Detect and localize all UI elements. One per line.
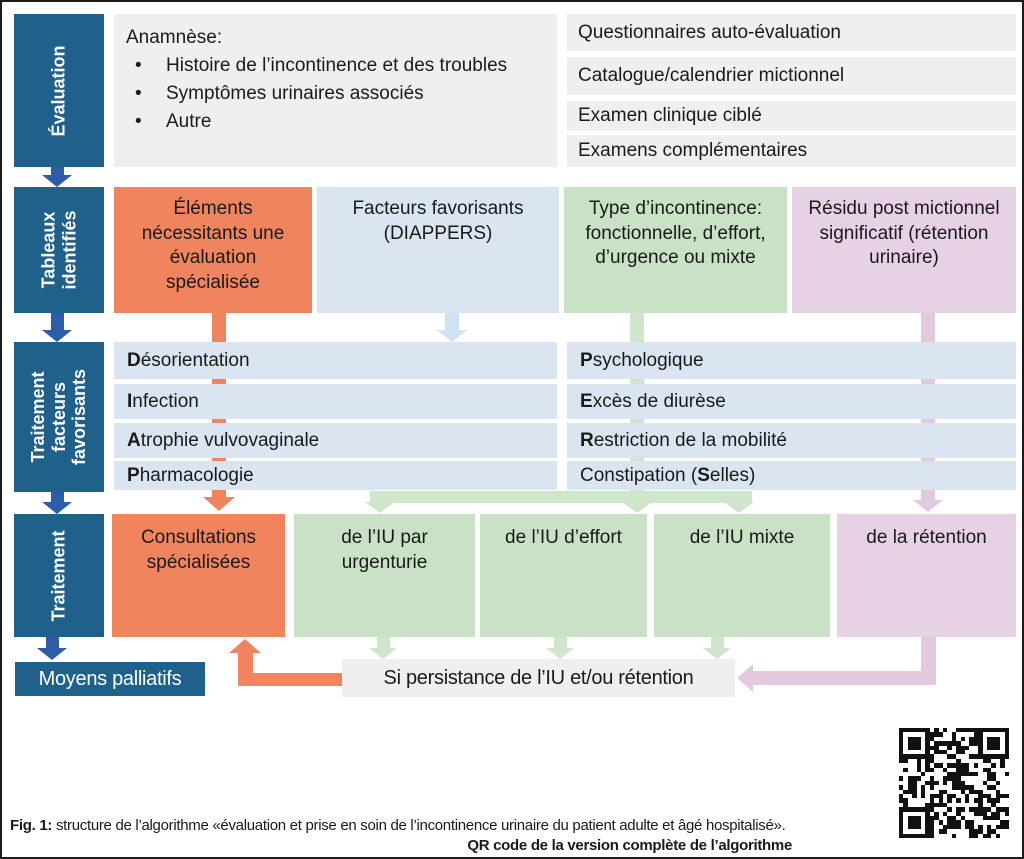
specialist-evaluation-box: Éléments nécessitants une évaluation spé… (114, 187, 312, 313)
diappers-box: Facteurs favorisants (DIAPPERS) (317, 187, 559, 313)
stage-traitement-facteurs-label: Traitement facteurs favorisants (27, 368, 90, 466)
factor-pharmacologie: Pharmacologie (114, 461, 557, 490)
qr-code (899, 728, 1009, 838)
arrow-traitement-to-palliatifs-head (37, 648, 67, 660)
factor-infection: Infection (114, 384, 557, 419)
residue-box: Résidu post mictionnel significatif (rét… (792, 187, 1016, 313)
stage-traitement-facteurs: Traitement facteurs favorisants (14, 342, 104, 492)
arrow-stress-down-head (546, 648, 574, 659)
factor-restriction-mobilite: Restriction de la mobilité (567, 423, 1016, 458)
arrow-tableaux-to-facteurs (51, 313, 64, 331)
anamnese-box: Anamnèse: Histoire de l’incontinence et … (114, 14, 557, 167)
arrow-return-consult-hbar (238, 673, 345, 686)
treatment-urge-box: de l’IU par urgenturie (294, 514, 475, 637)
tool-examens-complementaires: Examens complémentaires (567, 135, 1016, 167)
palliative-box: Moyens palliatifs (15, 662, 205, 696)
arrow-retention-hbar (752, 671, 936, 685)
arrow-facteurs-to-traitement-head (42, 502, 72, 514)
arrow-urge-down (377, 637, 390, 649)
treatment-mixed-box: de l’IU mixte (654, 514, 830, 637)
arrow-mixed-down (711, 637, 724, 649)
stage-tableaux: Tableaux identifiés (14, 187, 104, 313)
figure-caption-label: Fig. 1: (10, 817, 53, 834)
arrow-eval-to-tableaux-head (42, 175, 72, 187)
factor-constipation: Constipation (Selles) (567, 461, 1016, 490)
connector-diappers-head (437, 330, 467, 342)
stage-traitement-label: Traitement (48, 529, 69, 622)
connector-specialist-head (203, 497, 235, 511)
arrow-urge-down-head (369, 648, 397, 659)
connector-stress-head (622, 502, 652, 513)
factor-psychologique: Psychologique (567, 342, 1016, 379)
stage-tableaux-label: Tableaux identifiés (38, 210, 79, 290)
tool-catalogue: Catalogue/calendrier mictionnel (567, 57, 1016, 95)
anamnese-bullet-3: Autre (126, 108, 547, 136)
arrow-traitement-to-palliatifs (46, 637, 59, 649)
stage-evaluation-label: Évaluation (48, 44, 69, 137)
incontinence-type-box: Type d’incontinence: fonctionnelle, d’ef… (564, 187, 787, 313)
connector-mixed-head (724, 502, 754, 513)
connector-residue-head (913, 500, 943, 512)
factor-exces-diurese: Excès de diurèse (567, 384, 1016, 419)
connector-diappers-stem (445, 313, 459, 331)
factor-atrophie: Atrophie vulvovaginale (114, 423, 557, 458)
treatment-stress-box: de l’IU d’effort (480, 514, 647, 637)
persistence-box: Si persistance de l’IU et/ou rétention (342, 659, 735, 697)
anamnese-bullet-1: Histoire de l’incontinence et des troubl… (126, 52, 547, 80)
anamnese-bullet-2: Symptômes urinaires associés (126, 80, 547, 108)
arrow-tableaux-to-facteurs-head (42, 330, 72, 342)
arrow-return-consult-head (229, 639, 261, 653)
factor-desorientation: Désorientation (114, 342, 557, 379)
treatment-consultations-box: Consultations spécialisées (112, 514, 285, 637)
arrow-stress-down (554, 637, 567, 649)
qr-caption: QR code de la version complète de l’algo… (467, 837, 792, 854)
arrow-facteurs-to-traitement (51, 492, 64, 503)
connector-type-bar (370, 491, 752, 503)
connector-urge-head (365, 502, 395, 513)
stage-evaluation: Évaluation (14, 14, 104, 167)
tool-examen-clinique: Examen clinique ciblé (567, 101, 1016, 131)
treatment-retention-box: de la rétention (837, 514, 1016, 637)
stage-traitement: Traitement (14, 514, 104, 637)
arrow-eval-to-tableaux (51, 167, 64, 176)
tool-questionnaires: Questionnaires auto-évaluation (567, 14, 1016, 51)
arrow-mixed-down-head (703, 648, 731, 659)
anamnese-title: Anamnèse: (126, 27, 223, 48)
figure-caption: Fig. 1: structure de l’algorithme «évalu… (10, 817, 786, 834)
arrow-retention-head (737, 664, 753, 692)
